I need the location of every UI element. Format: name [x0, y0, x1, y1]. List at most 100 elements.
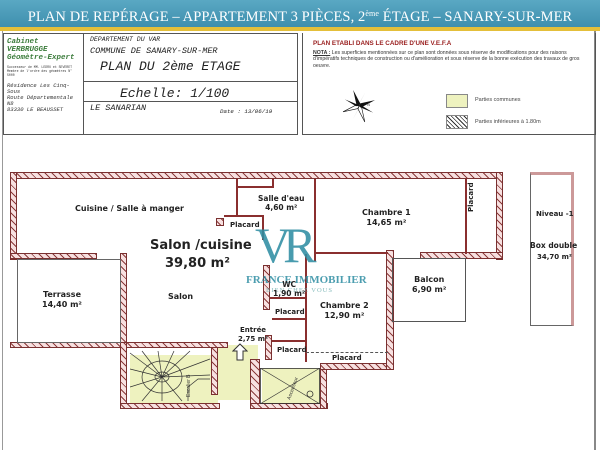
- partition: [224, 215, 264, 217]
- title-text-2: ÉTAGE – SANARY-SUR-MER: [379, 9, 573, 25]
- placard-label: Placard: [275, 308, 305, 316]
- cabinet-fine-print: Successeur de MM. LEDRU et SEVERET Membr…: [7, 65, 73, 77]
- garage-level: Niveau -1: [536, 210, 574, 218]
- chambre1-area: 14,65 m²: [366, 218, 407, 227]
- partition: [236, 179, 238, 217]
- partition-placard: [465, 179, 467, 254]
- room-area-salon-cuisine: 39,80 m²: [165, 256, 230, 271]
- garage-area: 34,70 m²: [537, 253, 572, 261]
- wall-placard-left: [265, 335, 272, 360]
- terrasse-area: 14,40 m²: [42, 300, 82, 309]
- title-sup: ème: [365, 9, 380, 18]
- partition-chambre1: [314, 179, 316, 261]
- entree-name: Entrée: [240, 326, 267, 334]
- chambre2-area: 12,90 m²: [324, 311, 365, 320]
- salle-eau-name: Salle d'eau: [258, 194, 305, 203]
- plan-title: PLAN DU 2ème ETAGE: [100, 59, 241, 74]
- wall-stair-bottom: [120, 403, 220, 409]
- wc-name: WC: [282, 280, 296, 289]
- residence-name: LE SANARIAN: [90, 103, 147, 113]
- elevator-icon: Ascenseur: [260, 368, 320, 404]
- wc-area: 1,90 m²: [273, 289, 306, 299]
- entree-area: 2,75 m²: [238, 334, 269, 343]
- legend-label-common: Parties communes: [475, 97, 521, 103]
- wall-stair-left: [120, 342, 127, 408]
- cabinet-name: Cabinet VERBRUGGE: [7, 38, 48, 54]
- surveyor-block: Cabinet VERBRUGGE Géomètre-Expert Succes…: [4, 34, 84, 134]
- partition: [236, 186, 274, 188]
- department: DEPARTEMENT DU VAR: [90, 36, 161, 43]
- plan-date: Date : 13/06/19: [220, 108, 273, 115]
- wall-stair-right: [211, 347, 218, 395]
- chambre1-name: Chambre 1: [362, 208, 411, 217]
- legend-swatch-hatched: [446, 115, 468, 129]
- partition: [272, 340, 306, 342]
- gold-stripe: [0, 27, 600, 31]
- wall-stub: [216, 218, 224, 226]
- watermark-brand: FRANCE IMMOBILIER: [246, 274, 367, 286]
- partition: [272, 318, 306, 320]
- partition-chambre2-left: [305, 254, 307, 362]
- partition: [262, 215, 264, 240]
- legend-label-low-ceiling: Parties inférieures à 1.80m: [475, 119, 541, 125]
- balcony-frame: [392, 258, 466, 322]
- title-text-1: PLAN DE REPÉRAGE – APPARTEMENT 3 PIÈCES,…: [27, 9, 366, 25]
- wall-bedroom2-right: [386, 250, 394, 370]
- watermark-logo: VR: [255, 217, 317, 273]
- staircase-icon: Escalier B: [129, 350, 211, 402]
- terrace-frame: [17, 259, 121, 343]
- wall-top: [10, 172, 503, 179]
- balcon-area: 6,90 m²: [412, 285, 447, 294]
- wall-left-upper: [10, 172, 17, 260]
- partition: [272, 179, 274, 188]
- partition: [270, 297, 306, 299]
- wall-bedroom2-bottom: [320, 363, 393, 370]
- scale: Echelle: 1/100: [120, 86, 230, 101]
- page-title-banner: PLAN DE REPÉRAGE – APPARTEMENT 3 PIÈCES,…: [0, 0, 600, 27]
- garage-frame: [530, 172, 574, 326]
- nota-text: NOTA : Les superficies mentionnées sur c…: [313, 50, 583, 69]
- compass-rose-icon: N: [342, 90, 375, 123]
- nota-body: Les superficies mentionnées sur ce plan …: [313, 50, 580, 69]
- divider: [84, 101, 298, 102]
- salle-eau-area: 4,60 m²: [265, 203, 298, 213]
- wall-elevator-left: [250, 359, 260, 409]
- terrasse-name: Terrasse: [42, 290, 81, 299]
- placard-label: Placard: [332, 354, 362, 362]
- balcon-name: Balcon: [414, 275, 445, 284]
- wall-elevator-right: [320, 365, 327, 409]
- commune: COMMUNE DE SANARY-SUR-MER: [90, 46, 218, 56]
- svg-text:N: N: [367, 102, 370, 107]
- legend-swatch-common: [446, 94, 468, 108]
- cabinet-title: Géomètre-Expert: [7, 54, 75, 62]
- divider: [84, 81, 298, 82]
- placard-label-vertical: Placard: [467, 182, 475, 212]
- room-label-cuisine: Cuisine / Salle à manger: [75, 204, 184, 213]
- wall-right: [496, 172, 503, 260]
- chambre2-name: Chambre 2: [320, 301, 369, 310]
- partition-chambre1-bottom: [314, 252, 388, 254]
- wall-salon-left: [120, 253, 127, 349]
- address-line-2: Route Départementale N8: [7, 94, 74, 107]
- svg-text:Escalier B: Escalier B: [186, 374, 192, 397]
- entry-arrow-icon: [232, 343, 248, 361]
- nota-label: NOTA :: [313, 50, 331, 56]
- wall-terrace-top: [10, 253, 97, 259]
- address-line-1: Résidence Les Cinq-Sous: [7, 82, 70, 95]
- address-line-3: 83330 LE BEAUSSET: [7, 106, 64, 113]
- vefa-heading: PLAN ETABLI DANS LE CADRE D'UNE V.E.F.A: [313, 40, 452, 47]
- room-label-salon: Salon: [168, 292, 194, 301]
- address: Résidence Les Cinq-Sous Route Départemen…: [7, 83, 80, 113]
- placard-label: Placard: [230, 221, 260, 229]
- title-block: Cabinet VERBRUGGE Géomètre-Expert Succes…: [3, 33, 298, 135]
- garage-label: Box double: [530, 241, 578, 250]
- wall-wc-left: [263, 265, 270, 310]
- notes-block: PLAN ETABLI DANS LE CADRE D'UNE V.E.F.A …: [302, 33, 596, 135]
